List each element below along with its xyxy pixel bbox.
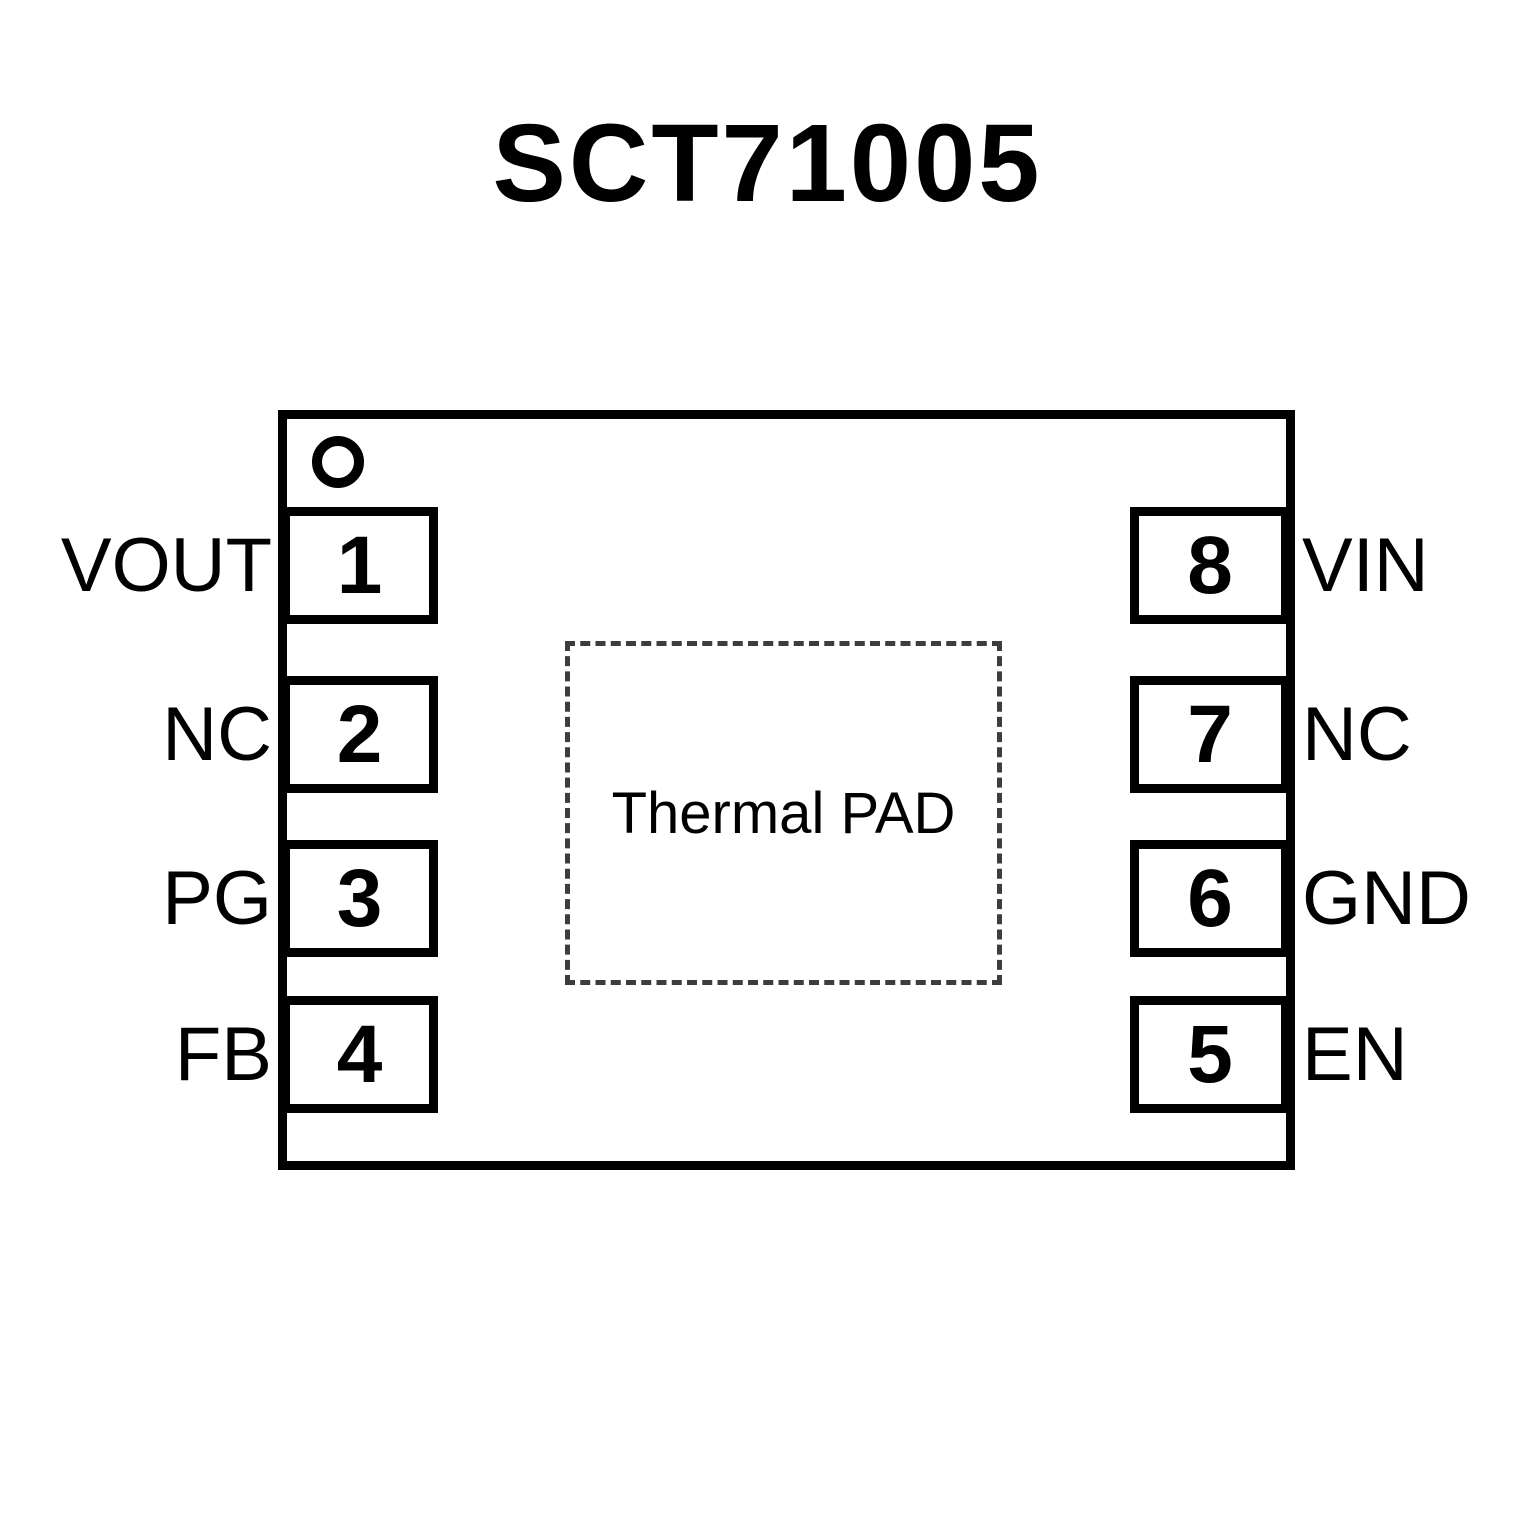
pin-label-nc-left: NC	[162, 692, 272, 777]
pin-label-vin: VIN	[1302, 523, 1429, 608]
pin-box-1: 1	[281, 507, 438, 624]
pin1-indicator-icon	[312, 436, 364, 488]
pin-label-nc-right: NC	[1302, 692, 1412, 777]
pin-box-3: 3	[281, 840, 438, 957]
pin-number-4: 4	[336, 1008, 383, 1100]
pin-number-2: 2	[336, 688, 383, 780]
thermal-pad-label: Thermal PAD	[611, 780, 956, 846]
pin-number-8: 8	[1187, 519, 1233, 611]
pin-box-2: 2	[281, 676, 438, 793]
pin-label-gnd: GND	[1302, 856, 1471, 941]
pin-number-7: 7	[1187, 688, 1233, 780]
pin-box-7: 7	[1130, 676, 1290, 793]
pin-label-vout: VOUT	[60, 523, 272, 608]
pin-number-3: 3	[336, 852, 383, 944]
chip-title: SCT71005	[492, 102, 1043, 225]
thermal-pad-outline: Thermal PAD	[565, 641, 1002, 985]
pin-label-en: EN	[1302, 1012, 1408, 1097]
pin-box-5: 5	[1130, 996, 1290, 1113]
pin-box-4: 4	[281, 996, 438, 1113]
pin-box-6: 6	[1130, 840, 1290, 957]
pin-number-6: 6	[1187, 852, 1233, 944]
pin-number-5: 5	[1187, 1008, 1233, 1100]
pin-label-pg: PG	[162, 856, 272, 941]
pin-number-1: 1	[336, 519, 383, 611]
pin-label-fb: FB	[174, 1012, 272, 1097]
pin-box-8: 8	[1130, 507, 1290, 624]
chip-body-outline	[278, 410, 1295, 1170]
